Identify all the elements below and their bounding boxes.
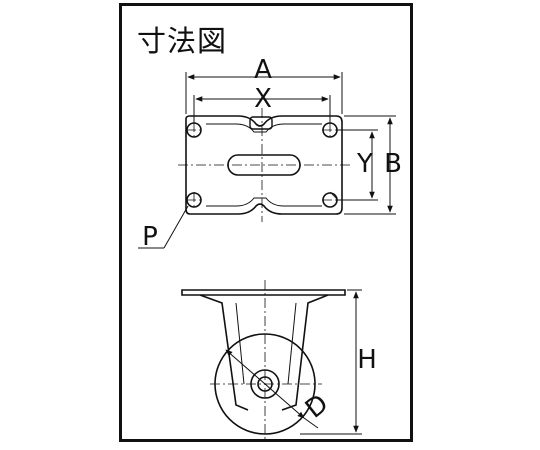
label-x: X (254, 84, 272, 114)
label-b: B (384, 149, 402, 179)
dimension-a (185, 72, 343, 114)
fork-inner (235, 302, 297, 385)
mounting-plate-side (181, 289, 346, 296)
fork-leg-right (281, 294, 329, 411)
label-y: Y (356, 149, 373, 179)
dimension-h (300, 289, 362, 435)
plate-inner-contour (206, 123, 322, 207)
dimension-b (344, 115, 396, 215)
label-a: A (254, 55, 272, 85)
plate-outline (185, 115, 343, 215)
dimension-x (193, 95, 331, 122)
drawing-frame (119, 3, 413, 442)
label-h: H (357, 345, 377, 375)
dimension-y (336, 129, 378, 201)
drawing-title: 寸法図 (137, 24, 228, 58)
leader-p (138, 205, 189, 249)
top-view-centerlines (178, 108, 350, 222)
kingpin-nut (249, 116, 273, 130)
dimension-d (225, 349, 319, 429)
label-p: P (142, 222, 158, 252)
